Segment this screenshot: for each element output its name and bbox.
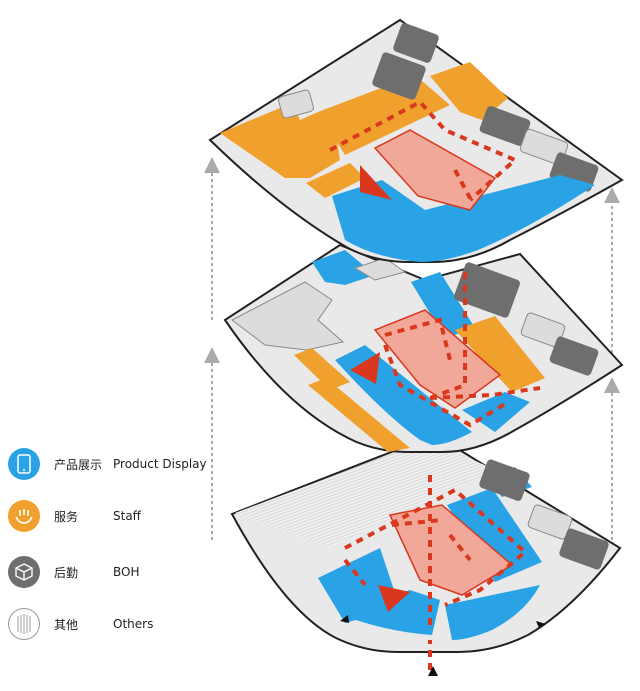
floor-level-1 [230, 433, 622, 676]
boh-zone [549, 336, 599, 376]
customer-path [344, 470, 529, 670]
staff-zone [294, 348, 350, 390]
legend-label-en: Product Display [113, 457, 207, 471]
center-zone [373, 129, 497, 211]
staff-zone [306, 163, 365, 198]
hands-icon [8, 500, 40, 532]
legend-label-en: Staff [113, 509, 141, 523]
boh-zone [372, 52, 426, 100]
stripes-icon [8, 608, 40, 640]
staff-zone [455, 316, 545, 392]
staff-zone [220, 103, 340, 178]
boh-zone [479, 106, 531, 146]
customer-path [329, 99, 519, 202]
direction-arrow [378, 585, 410, 612]
legend-label-cn: 产品展示 [54, 457, 103, 472]
level-connectors [204, 157, 620, 540]
product-zone [411, 272, 475, 338]
product-zone [445, 585, 540, 640]
others-zone [235, 440, 496, 547]
floor-level-3 [208, 18, 624, 263]
center-zone [373, 309, 502, 409]
boh-zone [393, 23, 439, 63]
tablet-icon [8, 448, 40, 480]
product-zone [353, 257, 407, 281]
others-zone [231, 281, 345, 351]
legend-label-en: BOH [113, 565, 140, 579]
customer-path [343, 558, 367, 587]
product-zone [332, 175, 595, 262]
others-zone [527, 504, 573, 540]
boh-zone [479, 459, 530, 501]
staff-zone [318, 75, 450, 155]
customer-path [383, 272, 541, 428]
boh-zone [454, 262, 520, 318]
product-zone [462, 392, 530, 432]
staff-zone [430, 62, 508, 120]
product-zone [312, 250, 375, 285]
staff-zone [308, 378, 410, 452]
entrance-marker [340, 615, 349, 623]
legend-label-cn: 后勤 [54, 565, 79, 580]
legend-item-staff: 服务 Staff [8, 498, 248, 534]
product-zone [350, 590, 440, 635]
legend-label-cn: 其他 [54, 617, 79, 632]
boh-zone [559, 528, 609, 570]
floor-level-2 [223, 243, 624, 453]
legend-item-product-display: 产品展示 Product Display [8, 446, 248, 482]
legend-label-en: Others [113, 617, 154, 631]
legend-item-others: 其他 Others [8, 606, 248, 642]
others-zone [278, 89, 314, 119]
direction-arrow [350, 352, 380, 384]
legend-item-boh: 后勤 BOH [8, 554, 248, 590]
center-zone [388, 504, 514, 596]
box-icon [8, 556, 40, 588]
legend-label-cn: 服务 [54, 509, 79, 524]
direction-arrow [360, 165, 392, 200]
entrance-marker [536, 621, 546, 628]
entrance-marker [428, 666, 438, 676]
